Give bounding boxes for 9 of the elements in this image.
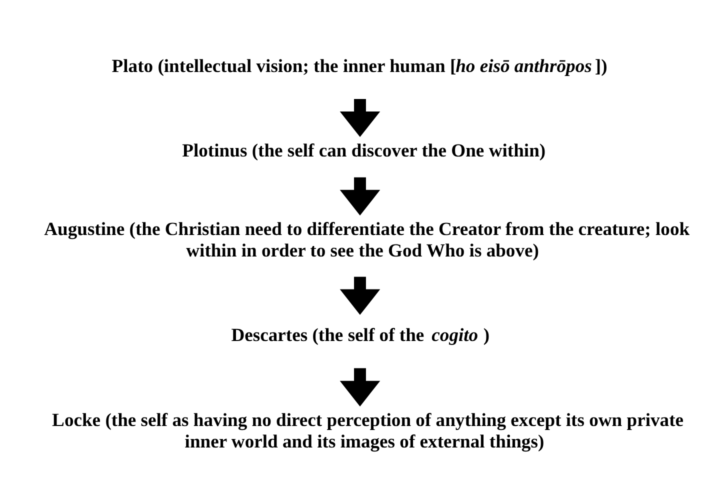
node-text: Descartes (the self of the cogito) xyxy=(231,324,490,346)
node-text: Plato (intellectual vision; the inner human [ho eisō anthrōpos]) xyxy=(112,55,608,76)
arrow xyxy=(340,98,380,137)
arrow xyxy=(340,368,380,406)
node-text: Plotinus (the self can discover the One within) xyxy=(182,140,546,162)
node-text: Augustine (the Christian need to differentiate the Creator from the creature; look within in order to see the God Who is above) xyxy=(44,218,690,261)
arrow xyxy=(340,176,380,215)
arrow xyxy=(340,276,380,314)
node-text: Locke (the self as having no direct perception of anything except its own private inner world and its images of external things) xyxy=(52,410,684,452)
